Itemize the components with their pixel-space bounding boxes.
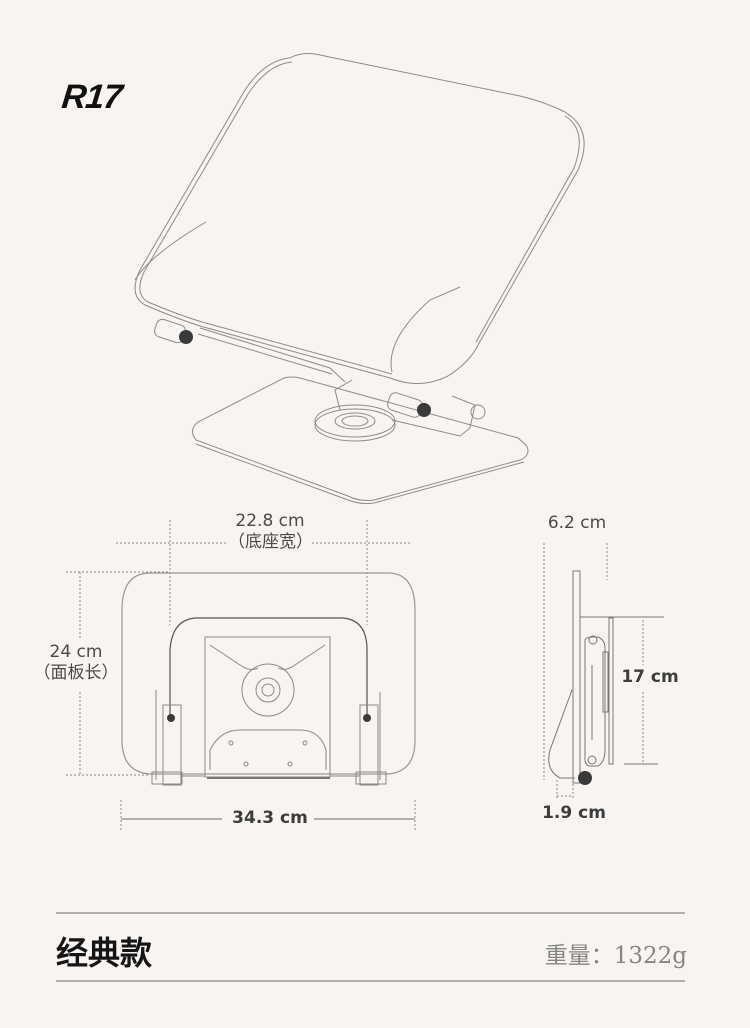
panel-length-label: （面板长） (33, 663, 119, 684)
panel-width-dimension: 34.3 cm (226, 808, 314, 830)
base-width-value: 22.8 cm (235, 511, 305, 531)
height-dimension: 17 cm (618, 667, 682, 689)
base-width-label: （底座宽） (228, 532, 313, 553)
perspective-view-illustration (134, 53, 585, 505)
depth-dimension: 6.2 cm (540, 513, 614, 535)
variant-title: 经典款 (56, 934, 153, 972)
base-width-dimension: 22.8 cm （底座宽） (228, 511, 313, 554)
bottom-divider (56, 980, 685, 982)
thickness-dimension: 1.9 cm (542, 803, 606, 823)
panel-length-dimension: 24 cm （面板长） (30, 642, 122, 685)
weight-info: 重量：1322g (545, 936, 687, 970)
panel-length-value: 24 cm (49, 642, 103, 662)
top-divider (56, 912, 685, 914)
weight-value: 1322g (613, 943, 687, 969)
weight-label: 重量： (544, 943, 614, 969)
